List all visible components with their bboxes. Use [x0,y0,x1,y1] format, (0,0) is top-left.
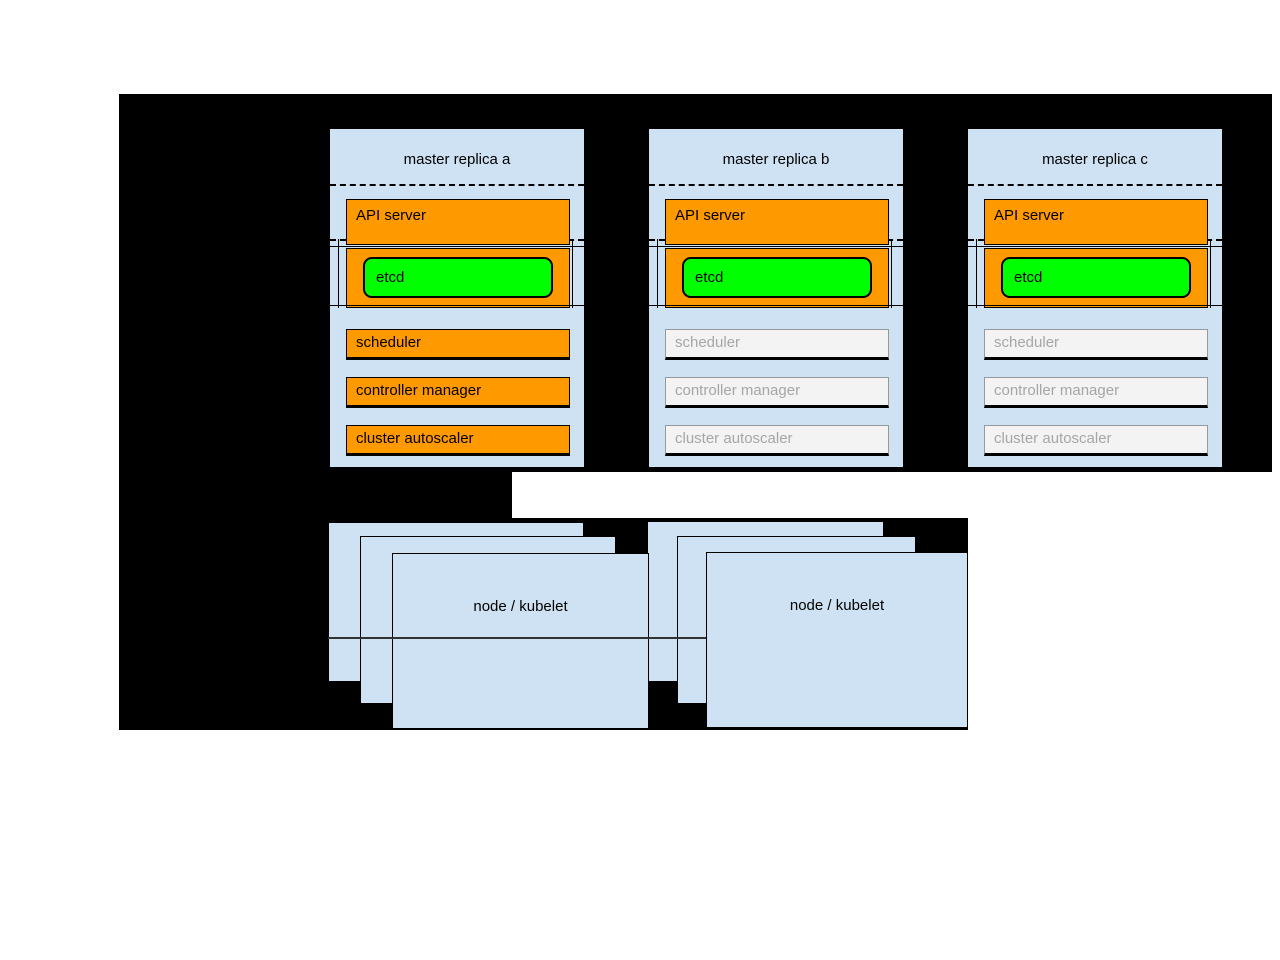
etcd-cluster-line-top [968,246,1222,247]
api-server-box: API server [346,199,570,245]
etcd-box: etcd [1001,257,1191,298]
replica-title: master replica a [403,151,511,168]
replica-title: master replica b [722,151,830,168]
cluster-autoscaler-box: cluster autoscaler [346,425,570,456]
etcd-zone-left-edge [657,239,658,308]
cluster-autoscaler-box: cluster autoscaler [984,425,1208,456]
etcd-container-box: etcd [665,248,889,308]
etcd-zone-right-edge [891,239,892,308]
master-replica-a-panel: master replica a API server etcd schedul… [329,128,585,468]
node-label: node / kubelet [473,598,568,615]
etcd-zone-left-edge [338,239,339,308]
etcd-container-box: etcd [984,248,1208,308]
etcd-cluster-line-bottom [649,305,903,306]
etcd-container-box: etcd [346,248,570,308]
etcd-cluster-line-bottom [968,305,1222,306]
load-balancer-line-top [330,184,584,186]
etcd-zone-left-edge [976,239,977,308]
master-replica-c-panel: master replica c API server etcd schedul… [967,128,1223,468]
etcd-cluster-line-top [649,246,903,247]
scheduler-box: scheduler [984,329,1208,360]
node-stack-left-front: node / kubelet [392,553,649,729]
etcd-cluster-line-top [330,246,584,247]
load-balancer-line-top [649,184,903,186]
api-server-box: API server [984,199,1208,245]
master-replica-b-panel: master replica b API server etcd schedul… [648,128,904,468]
node-link-line [328,637,707,639]
controller-manager-box: controller manager [984,377,1208,408]
node-label: node / kubelet [789,597,885,614]
etcd-box: etcd [363,257,553,298]
api-server-box: API server [665,199,889,245]
controller-manager-box: controller manager [665,377,889,408]
etcd-box: etcd [682,257,872,298]
scheduler-box: scheduler [665,329,889,360]
replica-title: master replica c [1042,151,1148,168]
load-balancer-line-top [968,184,1222,186]
etcd-zone-right-edge [1210,239,1211,308]
controller-manager-box: controller manager [346,377,570,408]
cluster-autoscaler-box: cluster autoscaler [665,425,889,456]
etcd-cluster-line-bottom [330,305,584,306]
node-stack-right-front: node / kubelet [706,552,968,728]
scheduler-box: scheduler [346,329,570,360]
etcd-zone-right-edge [572,239,573,308]
